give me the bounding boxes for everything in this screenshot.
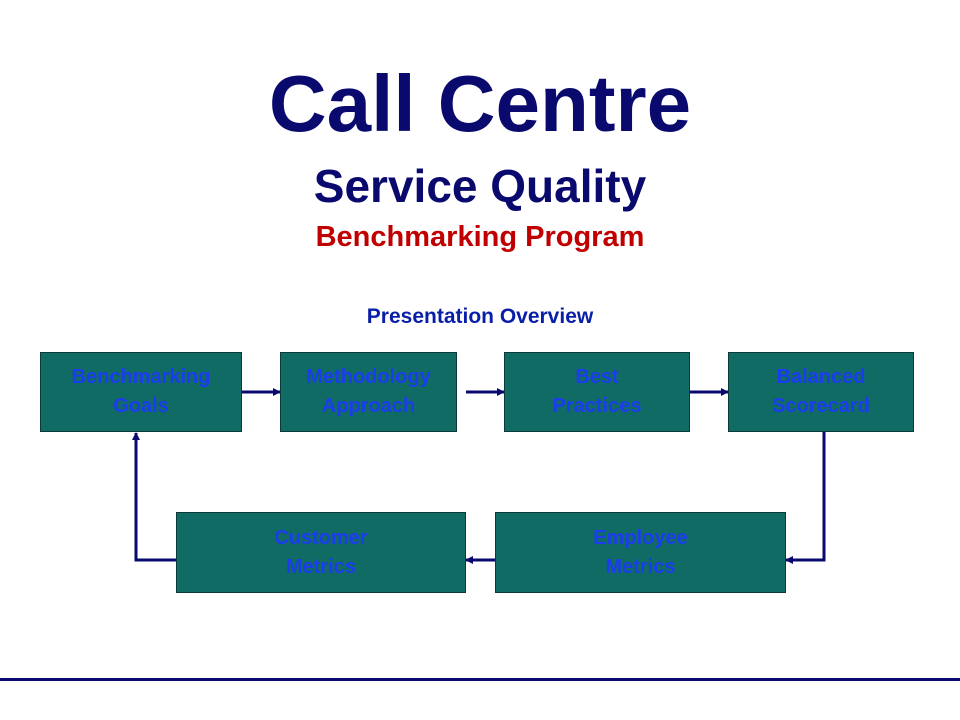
footer-divider [0,678,960,681]
step-best-practices: Best Practices [504,352,690,432]
step-balanced-scorecard: Balanced Scorecard [728,352,914,432]
arrow-customer-to-goals [132,432,176,562]
step-methodology-approach: Methodology Approach [280,352,457,432]
slide-subtitle: Service Quality [313,160,647,212]
program-label: Benchmarking Program [315,221,645,253]
step-label: Best Practices [552,366,642,417]
step-label: Employee Metrics [593,526,688,578]
step-benchmarking-goals: Benchmarking Goals [40,352,242,432]
step-label: Benchmarking Goals [71,366,211,417]
overview-label: Presentation Overview [366,305,594,328]
step-label: Customer Metrics [274,526,368,578]
slide-title: Call Centre [268,59,692,148]
step-label: Balanced Scorecard [772,366,870,417]
step-employee-metrics: Employee Metrics [495,512,786,593]
step-customer-metrics: Customer Metrics [176,512,466,593]
step-label: Methodology Approach [306,366,431,417]
arrow-scorecard-to-employee [785,432,826,564]
